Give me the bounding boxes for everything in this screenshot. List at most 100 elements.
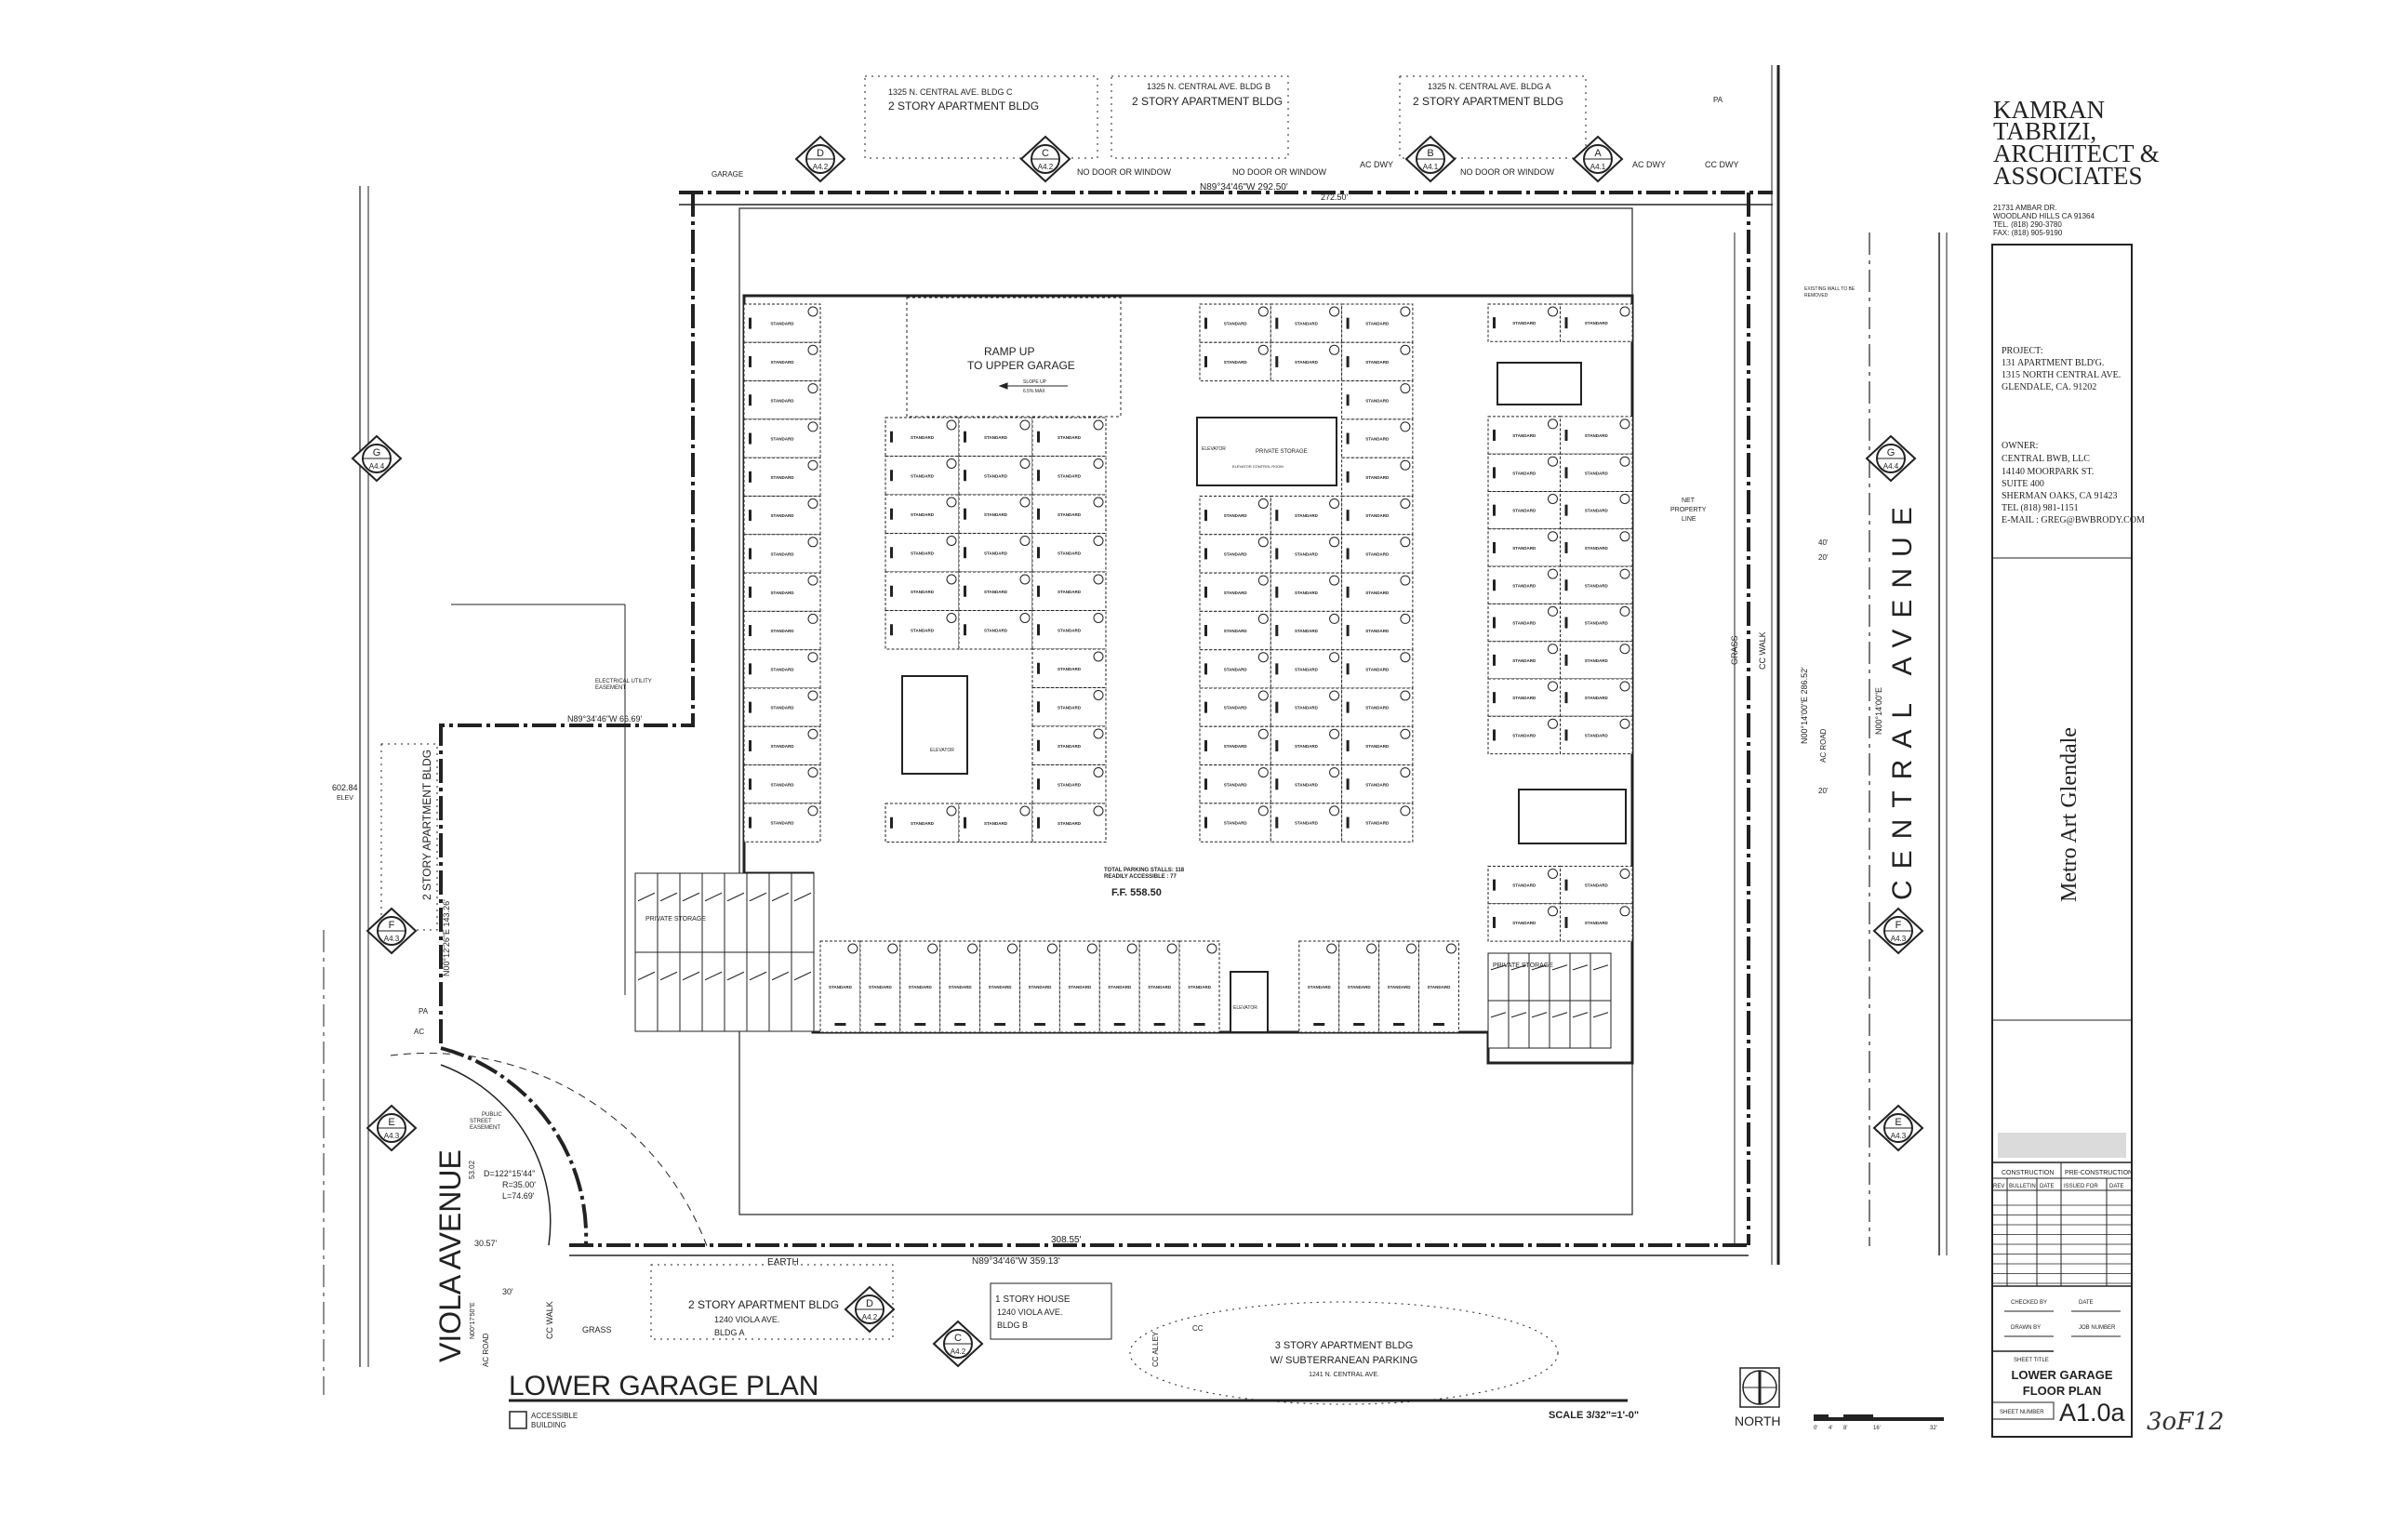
wheel-stop <box>1493 916 1496 928</box>
stall-number-icon <box>1548 531 1558 542</box>
wheel-stop <box>1204 816 1207 829</box>
parking-stall: STANDARD <box>1270 572 1343 612</box>
storage-unit <box>1508 952 1530 1002</box>
stall-number-icon <box>1093 574 1104 585</box>
stall-number-icon <box>1007 943 1018 954</box>
parking-stall: STANDARD <box>1341 610 1414 651</box>
section-marker: AA4.1 <box>1572 135 1624 183</box>
wheel-stop <box>1564 692 1568 704</box>
bearing-right: N00°14'00"E 286.52' <box>1800 667 1809 744</box>
stall-label: STANDARD <box>1365 706 1390 710</box>
neighbor-label: 2 STORY APARTMENT BLDG <box>420 750 433 900</box>
wheel-stop <box>1346 625 1350 637</box>
parking-stall: STANDARD <box>1341 418 1414 458</box>
stall-label: STANDARD <box>984 821 1008 826</box>
stall-label: STANDARD <box>1512 696 1536 700</box>
private-storage-label: PRIVATE STORAGE <box>645 916 706 923</box>
parking-stall: STANDARD <box>958 803 1033 843</box>
owner-label: OWNER: <box>2002 441 2038 451</box>
parking-stall: STANDARD <box>958 456 1033 496</box>
stall-number-icon <box>1093 497 1104 508</box>
stall-label: STANDARD <box>771 744 795 749</box>
curb-curve <box>440 1064 552 1246</box>
ac-road: AC ROAD <box>1819 728 1828 763</box>
sheet-number-label: SHEET NUMBER <box>2000 1410 2044 1415</box>
parking-stall: STANDARD <box>1487 678 1561 717</box>
parking-stall: STANDARD <box>1031 494 1107 534</box>
section-marker: EA4.3 <box>366 1104 418 1152</box>
parking-stall: STANDARD <box>885 533 960 573</box>
section-marker-sheet: A4.2 <box>1038 163 1054 171</box>
parking-stall: STANDARD <box>899 940 941 1033</box>
parking-stall: STANDARD <box>743 649 821 689</box>
stall-label: STANDARD <box>1057 473 1082 478</box>
sheet-title-line: LOWER GARAGE <box>2011 1368 2112 1382</box>
public-easement: EASEMENT <box>470 1125 500 1131</box>
stall-label: STANDARD <box>1057 821 1082 826</box>
stall-number-icon <box>946 574 957 585</box>
wheel-stop <box>914 1023 926 1026</box>
owner-line: 14140 MOORPARK ST. <box>2002 467 2094 477</box>
stall-number-icon <box>967 943 978 954</box>
wheel-stop <box>749 471 752 483</box>
note-no-door: NO DOOR OR WINDOW <box>1460 167 1554 177</box>
stall-number-icon <box>1093 613 1104 623</box>
scale-bar <box>1814 1414 1944 1421</box>
stall-number-icon <box>1257 652 1269 663</box>
parking-stall: STANDARD <box>859 940 901 1033</box>
stall-label: STANDARD <box>1365 591 1390 595</box>
wheel-stop <box>1204 355 1207 367</box>
stall-number-icon <box>1548 906 1558 917</box>
wheel-stop <box>1204 548 1207 560</box>
elevator-core-south <box>1230 971 1269 1033</box>
stall-number-icon <box>1548 568 1558 579</box>
stall-label: STANDARD <box>984 512 1008 517</box>
slope-arrow-head <box>998 382 1008 390</box>
stall-block-east: STANDARD STANDARD STANDARD STANDARD STANDARD… <box>1487 303 1633 942</box>
stall-number-icon <box>1329 690 1340 701</box>
stall-number-icon <box>1126 943 1137 954</box>
stall-number-icon <box>1093 458 1104 469</box>
disclaimer-text-block <box>1998 1133 2126 1158</box>
parking-stall: STANDARD <box>1487 866 1561 905</box>
parking-accessible: READILY ACCESSIBLE : 77 <box>1104 874 1177 880</box>
wheel-stop <box>1275 663 1279 675</box>
parking-stall: STANDARD <box>743 418 821 458</box>
stall-number-icon <box>1329 652 1340 663</box>
scale-tick: 8' <box>1843 1426 1847 1431</box>
elevator-label: ELEVATOR <box>1202 446 1226 452</box>
parking-stall: STANDARD <box>1560 678 1633 717</box>
stall-number-icon <box>887 943 898 954</box>
storage-unit <box>634 872 658 953</box>
neighbor-label: 2 STORY APARTMENT BLDG <box>1413 95 1563 108</box>
wheel-stop <box>890 816 893 829</box>
stall-number-icon <box>1093 419 1104 431</box>
parking-stall: STANDARD <box>958 494 1033 534</box>
stall-number-icon <box>1093 690 1104 700</box>
storage-unit <box>701 872 725 953</box>
wheel-stop <box>994 1023 1006 1026</box>
stall-number-icon <box>1400 344 1411 355</box>
electrical-easement: ELECTRICAL UTILITY <box>595 679 652 684</box>
storage-unit <box>724 951 748 1032</box>
storage-unit <box>1487 1000 1510 1049</box>
stall-label: STANDARD <box>1585 471 1609 475</box>
parking-stall: STANDARD <box>743 496 821 536</box>
parking-stall: STANDARD <box>743 380 821 420</box>
wheel-stop <box>1493 654 1496 666</box>
stall-label: STANDARD <box>1057 667 1082 671</box>
stall-number-icon <box>1400 690 1411 701</box>
wheel-stop <box>749 625 752 637</box>
note-no-door: NO DOOR OR WINDOW <box>1232 167 1326 177</box>
stall-label: STANDARD <box>1224 360 1248 365</box>
ramp-label: TO UPPER GARAGE <box>967 359 1075 372</box>
wheel-stop <box>749 432 752 445</box>
section-marker-letter: C <box>1042 148 1049 159</box>
stall-label: STANDARD <box>1512 733 1536 737</box>
wheel-stop <box>1564 541 1568 553</box>
stall-label: STANDARD <box>984 435 1008 440</box>
stall-label: STANDARD <box>1365 782 1390 787</box>
ac-road: AC ROAD <box>482 1333 490 1367</box>
storage-unit <box>1590 1000 1612 1049</box>
